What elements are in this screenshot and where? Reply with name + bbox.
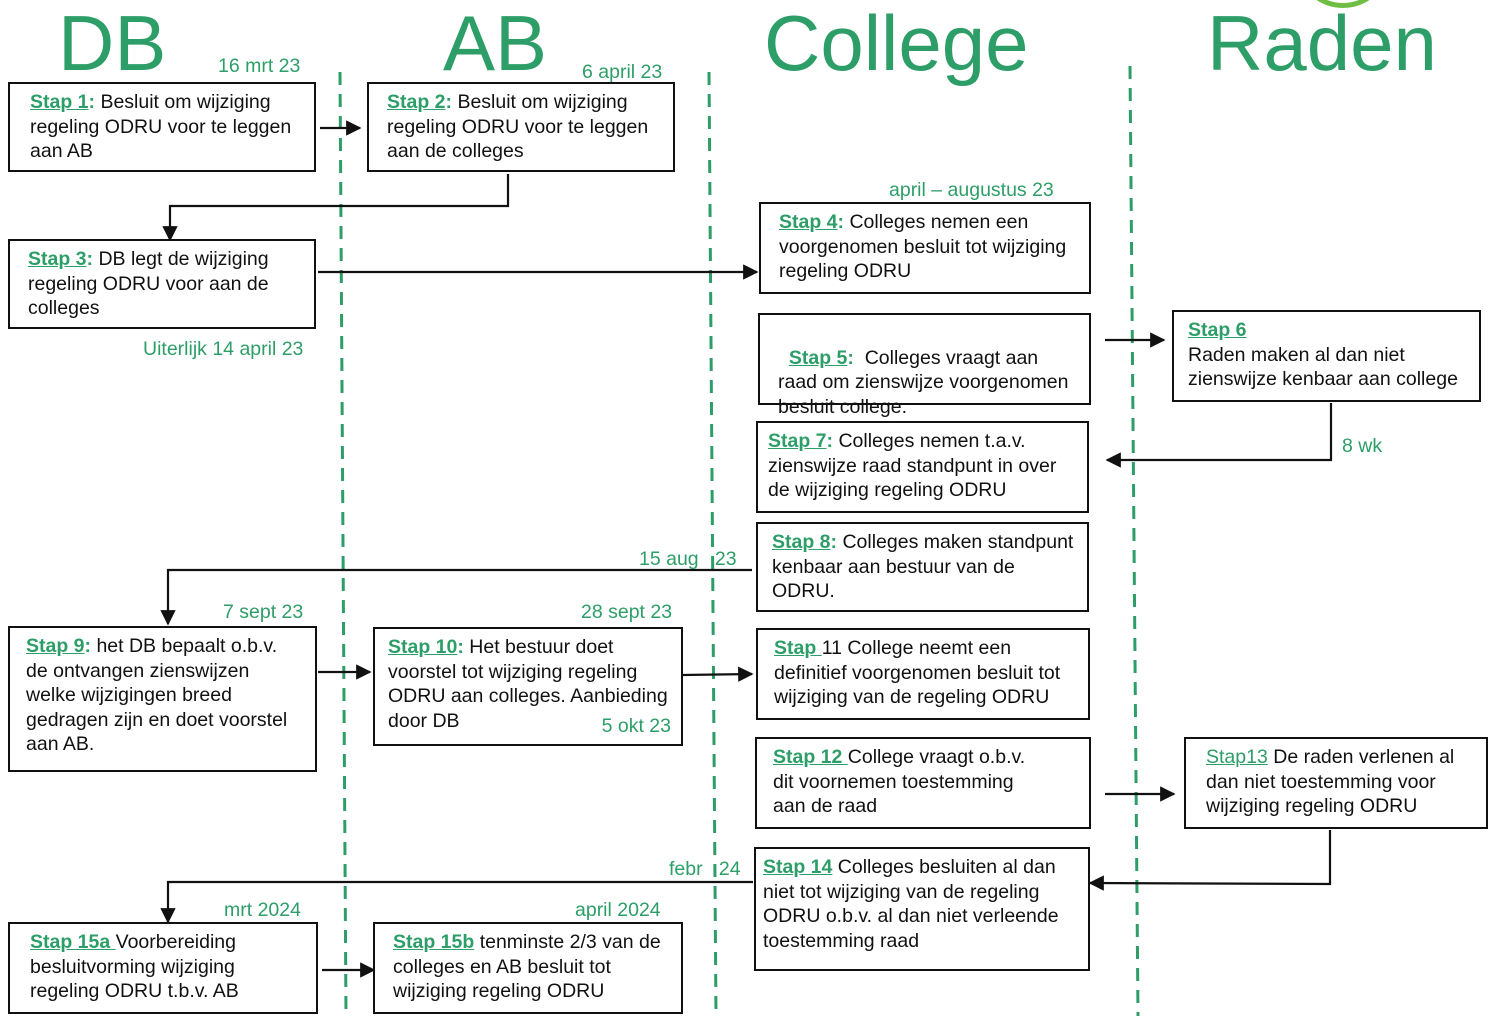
date-label-step1: 16 mrt 23 bbox=[218, 55, 301, 77]
step-label: Stap 14 bbox=[763, 856, 833, 878]
divider-db-ab bbox=[338, 71, 348, 1016]
step-text: De raden verlenen al dan niet toestemmin… bbox=[1206, 746, 1455, 817]
arrow-s14-s15a bbox=[160, 880, 753, 924]
step-11-box: Stap 11 College neemt een definitief voo… bbox=[756, 628, 1090, 720]
step-text: College vraagt o.b.v. dit voornemen toes… bbox=[773, 746, 1026, 817]
step-label: Stap 4 bbox=[779, 211, 838, 233]
step-label: Stap 3 bbox=[28, 248, 87, 270]
column-header-ab: AB bbox=[443, 0, 548, 87]
step-text: het DB bepaalt o.b.v. de ontvangen ziens… bbox=[26, 635, 288, 755]
date-label-step15a: mrt 2024 bbox=[224, 899, 301, 921]
step-text: Colleges nemen t.a.v. zienswijze raad st… bbox=[768, 430, 1057, 501]
step-label: Stap 1 bbox=[30, 91, 89, 113]
step-text: 11 College neemt een definitief voorgeno… bbox=[774, 637, 1061, 708]
date-label-step2: 6 april 23 bbox=[582, 61, 663, 83]
column-header-db: DB bbox=[58, 0, 167, 87]
step-label: Stap 6 bbox=[1188, 319, 1247, 341]
step-text: tenminste 2/3 van de colleges en AB besl… bbox=[393, 931, 661, 1002]
date-label-step14: febr 24 bbox=[669, 858, 741, 880]
step-3-box: Stap 3: DB legt de wijziging regeling OD… bbox=[8, 239, 316, 329]
step-label: Stap 7 bbox=[768, 430, 827, 452]
step-13-box: Stap13 De raden verlenen al dan niet toe… bbox=[1184, 737, 1488, 829]
date-label-step3: Uiterlijk 14 april 23 bbox=[143, 338, 304, 360]
step-text: Het bestuur doet voorstel tot wijziging … bbox=[388, 636, 668, 732]
date-label-step8: 15 aug 23 bbox=[639, 548, 737, 570]
date-label-college-period: april – augustus 23 bbox=[889, 179, 1054, 201]
step-15a-box: Stap 15a Voorbereiding besluitvorming wi… bbox=[8, 922, 318, 1014]
arrow-s13-s14 bbox=[1088, 830, 1332, 891]
step-text: Raden maken al dan niet zienswijze kenba… bbox=[1188, 343, 1458, 391]
step-label: Stap 8 bbox=[772, 531, 831, 553]
step-label: Stap bbox=[774, 637, 822, 659]
step-text: Colleges besluiten al dan niet tot wijzi… bbox=[763, 856, 1059, 952]
step-text: Besluit om wijziging regeling ODRU voor … bbox=[30, 91, 292, 162]
step-text: Colleges vraagt aan raad om zienswijze v… bbox=[778, 346, 1074, 418]
step-8-box: Stap 8: Colleges maken standpunt kenbaar… bbox=[756, 522, 1089, 612]
step-label: Stap 12 bbox=[773, 746, 848, 768]
divider-ab-college bbox=[707, 71, 718, 1016]
step-text: Colleges nemen een voorgenomen besluit t… bbox=[779, 211, 1067, 282]
step-10-box: Stap 10: Het bestuur doet voorstel tot w… bbox=[373, 627, 683, 746]
step-label: Stap 5 bbox=[788, 346, 848, 369]
step-5-box: Stap 5: Colleges vraagt aan raad om zien… bbox=[758, 313, 1091, 418]
arrow-s2-s3 bbox=[162, 174, 510, 242]
step-text: Besluit om wijziging regeling ODRU voor … bbox=[387, 91, 649, 162]
step-7-box: Stap 7: Colleges nemen t.a.v. zienswijze… bbox=[756, 421, 1089, 513]
duration-label-8wk: 8 wk bbox=[1342, 435, 1383, 457]
arrow-s6-s7 bbox=[1105, 403, 1333, 468]
arrow-s8-s9 bbox=[160, 568, 752, 626]
date-label-step9: 7 sept 23 bbox=[223, 601, 304, 623]
date-label-step10: 28 sept 23 bbox=[581, 601, 673, 623]
divider-college-raden bbox=[1128, 65, 1140, 1016]
step-label: Stap 9 bbox=[26, 635, 85, 657]
step-text: DB legt de wijziging regeling ODRU voor … bbox=[28, 248, 269, 319]
step-label: Stap13 bbox=[1206, 746, 1268, 768]
step-label: Stap 2 bbox=[387, 91, 446, 113]
step-2-box: Stap 2: Besluit om wijziging regeling OD… bbox=[367, 82, 675, 172]
step-14-box: Stap 14 Colleges besluiten al dan niet t… bbox=[754, 847, 1090, 971]
step-15b-box: Stap 15b tenminste 2/3 van de colleges e… bbox=[373, 922, 683, 1014]
step-12-box: Stap 12 College vraagt o.b.v. dit voorne… bbox=[755, 737, 1091, 829]
step-text: Voorbereiding besluitvorming wijziging r… bbox=[30, 931, 239, 1002]
step-9-box: Stap 9: het DB bepaalt o.b.v. de ontvang… bbox=[8, 626, 317, 772]
step-4-box: Stap 4: Colleges nemen een voorgenomen b… bbox=[759, 202, 1091, 294]
column-header-college: College bbox=[764, 0, 1029, 87]
date-label-step15b: april 2024 bbox=[575, 899, 661, 921]
arrow-s10-s11 bbox=[682, 666, 754, 682]
step-1-box: Stap 1: Besluit om wijziging regeling OD… bbox=[8, 82, 316, 172]
step-label: Stap 15b bbox=[393, 931, 475, 953]
step-10-date: 5 okt 23 bbox=[601, 714, 671, 737]
step-label: Stap 15a bbox=[30, 931, 116, 953]
column-header-raden: Raden bbox=[1207, 0, 1437, 87]
step-label: Stap 10 bbox=[388, 636, 458, 658]
step-text: Colleges maken standpunt kenbaar aan bes… bbox=[772, 531, 1074, 602]
